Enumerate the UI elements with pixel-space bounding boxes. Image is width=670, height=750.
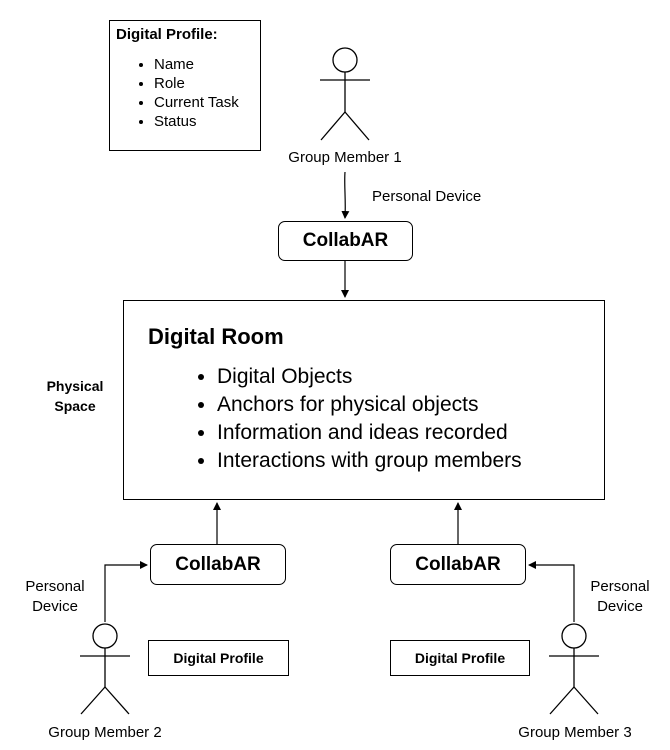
personal-device-label-right-line2: Device [597, 598, 643, 615]
arrow-member2-to-collabar [104, 561, 148, 622]
group-member-3-label: Group Member 3 [518, 724, 632, 741]
profile-item-name: Name [154, 55, 254, 74]
stick-figure-member-1 [320, 47, 370, 141]
group-member-2-label: Group Member 2 [48, 724, 162, 741]
room-item-interactions: Interactions with group members [217, 447, 604, 475]
digital-room-list: Digital Objects Anchors for physical obj… [148, 363, 604, 475]
digital-room-title: Digital Room [148, 324, 284, 349]
stick-figure-member-3 [549, 623, 599, 715]
profile-item-current-task: Current Task [154, 93, 254, 112]
personal-device-label-top: Personal Device [372, 188, 482, 205]
profile-item-status: Status [154, 112, 254, 131]
digital-profile-list: Name Role Current Task Status [116, 55, 254, 131]
digital-profile-title: Digital Profile: [116, 26, 218, 43]
profile-item-role: Role [154, 74, 254, 93]
digital-room-box: Digital Room Digital Objects Anchors for… [123, 300, 605, 500]
collabar-node-right: CollabAR [390, 544, 526, 585]
personal-device-label-left-line2: Device [32, 598, 78, 615]
physical-space-line-1: Physical [46, 378, 104, 394]
digital-profile-box-left: Digital Profile [148, 640, 289, 676]
room-item-digital-objects: Digital Objects [217, 363, 604, 391]
group-member-1-label: Group Member 1 [288, 149, 402, 166]
digital-profile-box-right: Digital Profile [390, 640, 530, 676]
stick-figure-member-2 [80, 623, 130, 715]
physical-space-line-2: Space [54, 398, 96, 414]
room-item-anchors: Anchors for physical objects [217, 391, 604, 419]
collabar-node-top: CollabAR [278, 221, 413, 261]
physical-space-label: Physical Space [30, 376, 120, 416]
collabar-node-left: CollabAR [150, 544, 286, 585]
personal-device-label-right-line1: Personal [590, 578, 650, 595]
arrow-member1-to-collabar [341, 171, 350, 219]
digital-profile-card: Digital Profile: Name Role Current Task … [109, 20, 261, 151]
arrow-member3-to-collabar [528, 561, 575, 622]
room-item-information-ideas: Information and ideas recorded [217, 419, 604, 447]
personal-device-label-left-line1: Personal [25, 578, 85, 595]
